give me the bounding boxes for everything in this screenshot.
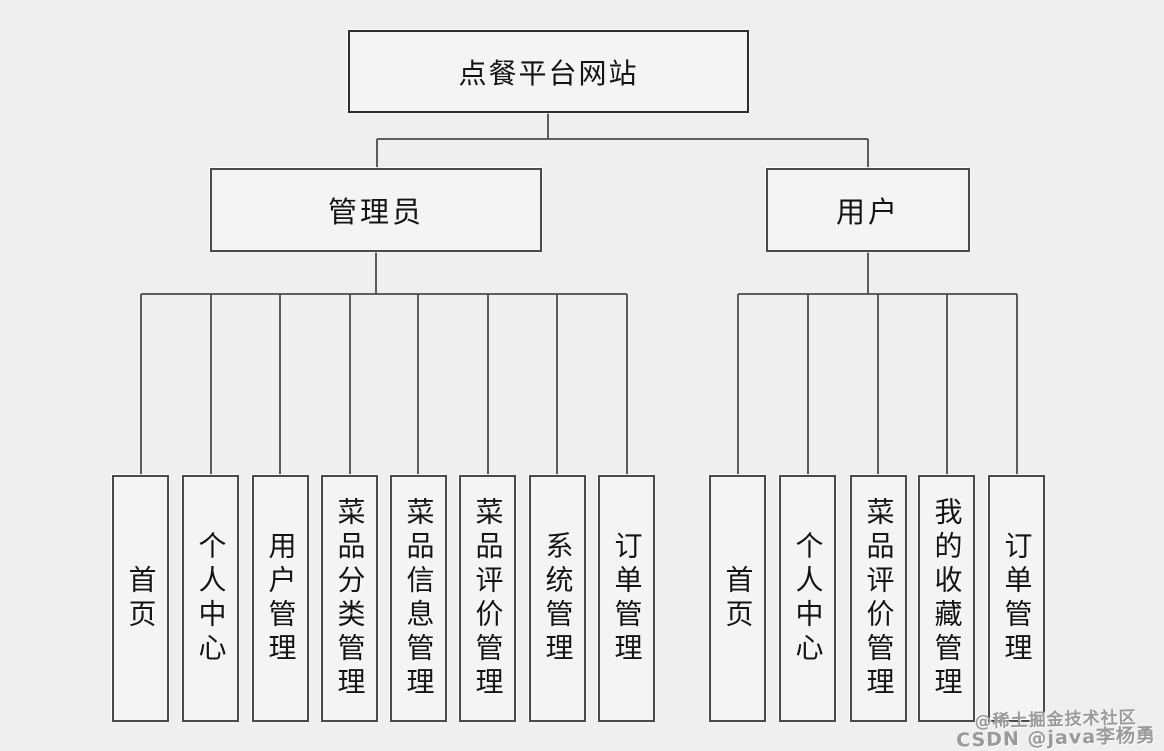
leaf-label: 菜品分类管理 (333, 496, 367, 701)
leaf-label: 菜品评价管理 (471, 496, 505, 701)
leaf-admin-dish-category-management: 菜品分类管理 (321, 475, 378, 722)
leaf-admin-dish-info-management: 菜品信息管理 (390, 475, 447, 722)
branch-node-user-label: 用户 (835, 195, 900, 229)
branch-node-user: 用户 (766, 168, 970, 252)
leaf-user-dish-review-management: 菜品评价管理 (850, 475, 907, 722)
branch-node-admin: 管理员 (210, 168, 542, 252)
leaf-label: 菜品评价管理 (862, 496, 896, 701)
leaf-label: 订单管理 (1000, 530, 1034, 667)
leaf-admin-user-management: 用户管理 (252, 475, 309, 722)
leaf-user-favorites-management: 我的收藏管理 (918, 475, 975, 722)
leaf-label: 首页 (721, 564, 755, 633)
leaf-admin-system-management: 系统管理 (529, 475, 586, 722)
leaf-admin-home: 首页 (112, 475, 169, 722)
leaf-label: 我的收藏管理 (930, 496, 964, 701)
root-node-label: 点餐平台网站 (458, 56, 639, 90)
leaf-label: 订单管理 (610, 530, 644, 667)
leaf-admin-order-management: 订单管理 (598, 475, 655, 722)
watermark: @稀土掘金技术社区 CSDN @java李杨勇 (956, 708, 1157, 751)
leaf-admin-personal-center: 个人中心 (182, 475, 239, 722)
leaf-label: 系统管理 (541, 530, 575, 667)
leaf-user-order-management: 订单管理 (988, 475, 1045, 722)
watermark-author-label: CSDN @java李杨勇 (956, 724, 1157, 751)
leaf-label: 个人中心 (194, 530, 228, 667)
leaf-user-personal-center: 个人中心 (779, 475, 836, 722)
leaf-label: 用户管理 (264, 530, 298, 667)
leaf-label: 个人中心 (791, 530, 825, 667)
leaf-admin-dish-review-management: 菜品评价管理 (459, 475, 516, 722)
branch-node-admin-label: 管理员 (327, 195, 424, 229)
root-node: 点餐平台网站 (348, 30, 749, 113)
leaf-label: 首页 (124, 564, 158, 633)
leaf-user-home: 首页 (709, 475, 766, 722)
leaf-label: 菜品信息管理 (402, 496, 436, 701)
